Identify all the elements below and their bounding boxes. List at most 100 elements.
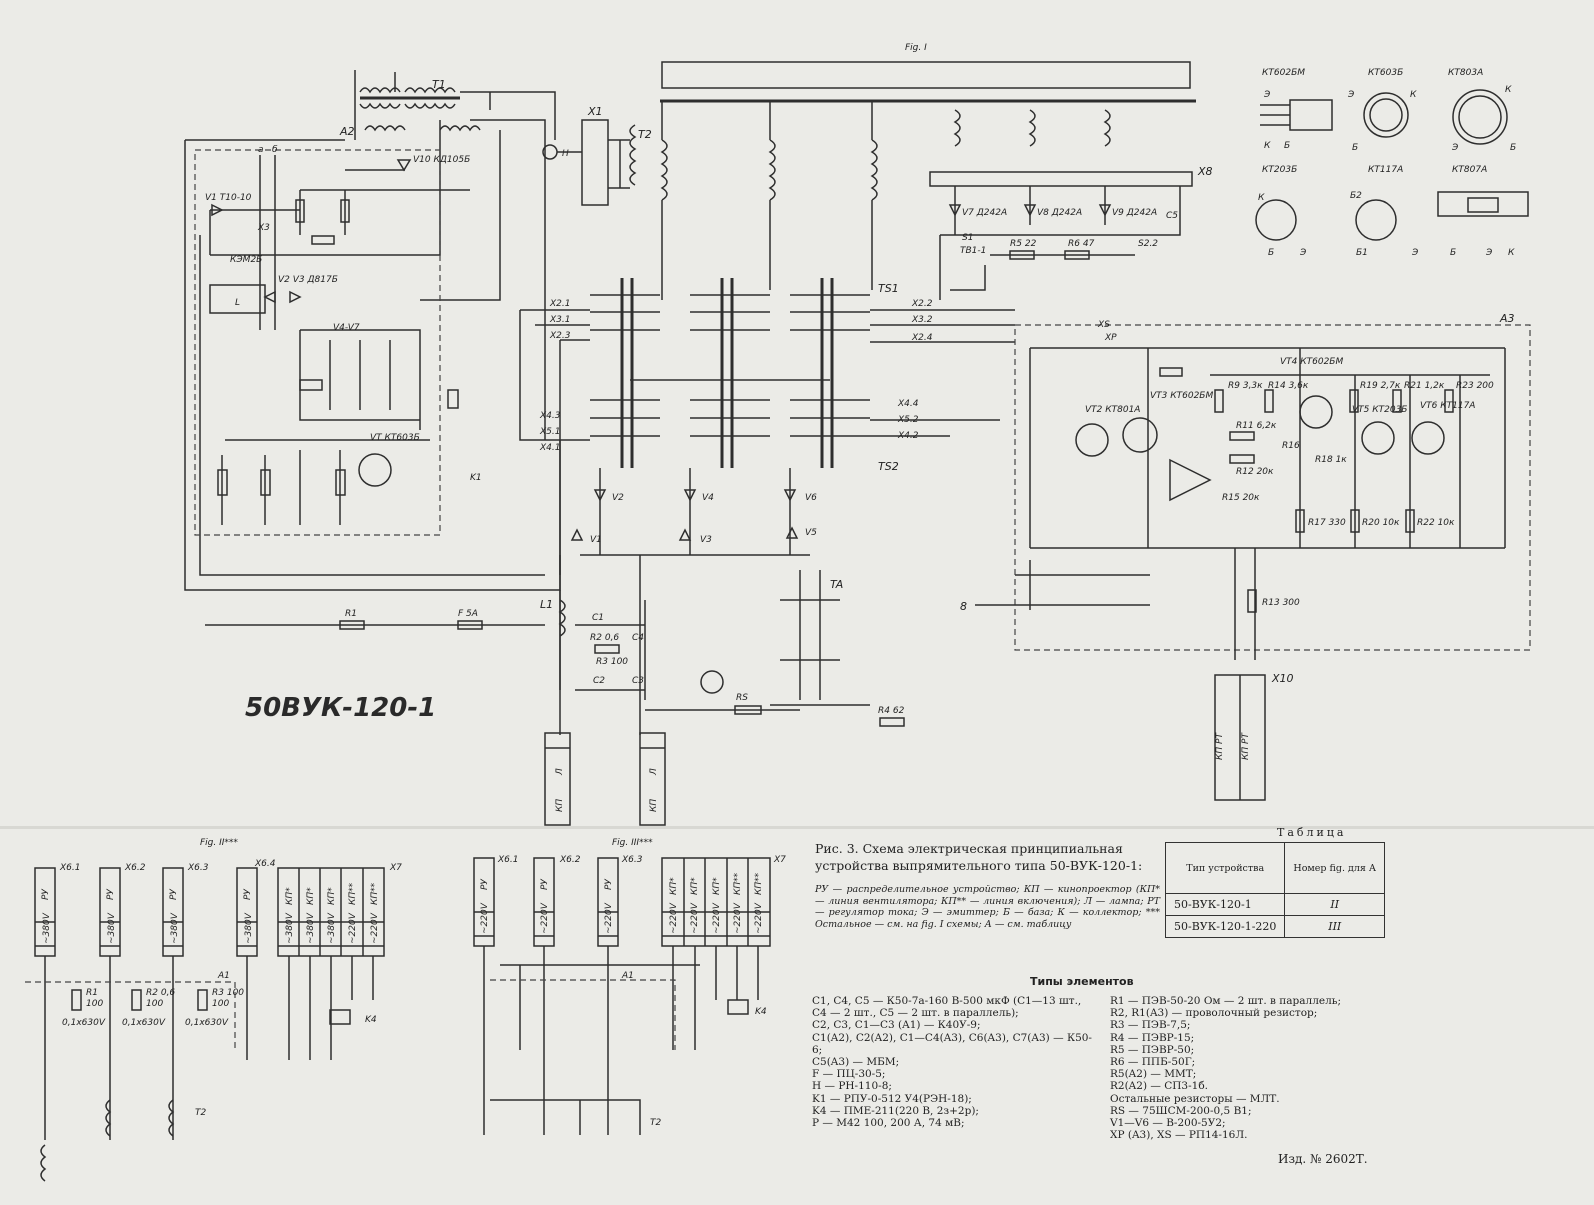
- element-type-line: R2, R1(A3) — проволочный резистор;: [1110, 1007, 1318, 1020]
- relay-k1: [447, 389, 459, 409]
- pin-label: К: [1508, 248, 1515, 258]
- connector-label: X6.2: [124, 863, 146, 873]
- x5-1-label: X5.1: [539, 427, 560, 437]
- resistor-value: 100: [86, 999, 103, 1009]
- element-types-left: C1, C4, C5 — К50-7а-160 В-500 мкФ (C1—13…: [812, 995, 1097, 1129]
- v5-label: V5: [805, 528, 817, 538]
- element-type-line: K4 — ПМЕ-211(220 В, 2з+2р);: [812, 1104, 979, 1117]
- ru-label: РУ: [41, 889, 51, 900]
- transistor-vt2: [1075, 423, 1109, 457]
- transformer-t1: T1: [359, 78, 481, 132]
- resistor-value: 100: [146, 999, 163, 1009]
- ru-label: РУ: [243, 889, 253, 900]
- element-type-line: R5 — ПЭВР-50;: [1110, 1043, 1195, 1056]
- voltage-label: ~220V: [604, 902, 614, 934]
- resistor-r1: [339, 620, 365, 630]
- resistor-value: 100: [212, 999, 229, 1009]
- kp-fan-label: КП*: [306, 887, 316, 905]
- v9-label: V9 Д242А: [1112, 208, 1157, 218]
- element-type-line: K1 — РПУ-0-512 У4(РЭН-18);: [812, 1092, 972, 1105]
- resistor-label: R1: [86, 988, 98, 998]
- l-label: L: [235, 298, 240, 308]
- table-header: Номер fig. для А: [1284, 842, 1386, 894]
- kp-rt-label-2: КП РТ: [1241, 732, 1251, 760]
- bus-block-a: [661, 61, 1191, 89]
- pin-label: Б2: [1350, 191, 1362, 201]
- x4-4-label: X4.4: [897, 399, 919, 409]
- coil-l: [209, 284, 266, 314]
- pin-label: К: [1505, 85, 1512, 95]
- r22-label: R22 10к: [1417, 518, 1455, 528]
- terminal-a-label: а: [258, 145, 264, 155]
- fig2-label: Fig. II***: [200, 838, 238, 848]
- capacitor-value: 0,1х630V: [185, 1018, 229, 1028]
- pin-label: Б: [1268, 248, 1274, 258]
- x10-label: X10: [1271, 672, 1294, 685]
- kzm-label: КЭМ2Б: [230, 255, 262, 265]
- shunt-rs: [734, 705, 762, 715]
- pin-label: К: [1264, 141, 1271, 151]
- table-header: Тип устройства: [1164, 842, 1286, 894]
- x8-label: X8: [1197, 165, 1213, 178]
- caption-legend: РУ — распределительное устройство; КП — …: [815, 884, 1160, 930]
- transistor-name: КТ803А: [1448, 68, 1483, 78]
- connector-x1: [581, 119, 609, 206]
- l1-label: L1: [540, 598, 553, 611]
- v8-label: V8 Д242А: [1037, 208, 1082, 218]
- voltage-label: ~380V: [107, 912, 117, 944]
- voltage-label: ~220V: [540, 902, 550, 934]
- ta-label: TA: [830, 578, 843, 591]
- pin-label: Э: [1485, 248, 1493, 258]
- table-cell: 50-ВУК-120-1-220: [1164, 915, 1286, 938]
- contactor-k4-coil: [329, 1009, 351, 1025]
- kp-fan-label: КП*: [285, 887, 295, 905]
- r17-label: R17 330: [1308, 518, 1346, 528]
- diode-v9: [1098, 204, 1112, 217]
- element-types-title: Типы элементов: [1030, 975, 1134, 988]
- element-type-line: C1(A2), C2(A2), C1—C4(A3), C6(A3), C7(A3…: [812, 1031, 1092, 1056]
- r18-label: R18 1к: [1315, 455, 1347, 465]
- connector-label: X6.3: [621, 855, 643, 865]
- voltage-label: ~380V: [327, 912, 337, 944]
- diode-v2: [289, 290, 302, 304]
- t2-label: T2: [638, 128, 652, 141]
- resistor-r2: [594, 644, 620, 654]
- x2-1-label: X2.1: [549, 299, 570, 309]
- element-type-line: V1—V6 — В-200-5У2;: [1110, 1117, 1226, 1130]
- diode-v10: [396, 159, 412, 172]
- figure-caption: Рис. 3. Схема электрическая принципиальн…: [815, 840, 1160, 930]
- voltage-label: ~220V: [712, 902, 722, 934]
- voltage-label: ~220V: [733, 902, 743, 934]
- caption-title: Рис. 3. Схема электрическая принципиальн…: [815, 841, 1143, 873]
- x4-1-label: X4.1: [539, 443, 560, 453]
- connector-label: X6.1: [59, 863, 80, 873]
- kp-on-label: КП**: [733, 872, 743, 895]
- element-type-line: R6 — ППБ-50Г;: [1110, 1056, 1196, 1069]
- terminal-x8: [929, 171, 1193, 187]
- x5-2-label: X5.2: [897, 415, 919, 425]
- pin-label: Б: [1450, 248, 1456, 258]
- resistor-label: R2 0,6: [146, 988, 175, 998]
- pin-label: Э: [1411, 248, 1419, 258]
- v2v3-label: V2 V3 Д817Б: [278, 275, 338, 285]
- element-type-line: C1, C4, C5 — К50-7а-160 В-500 мкФ (C1—13…: [812, 995, 1082, 1020]
- r4-label: R4 62: [878, 706, 905, 716]
- pin-label: Б1: [1356, 248, 1368, 258]
- v10-label: V10 КД105Б: [413, 155, 470, 165]
- pin-label: К: [1410, 90, 1417, 100]
- connector-label: X6.2: [559, 855, 581, 865]
- tb-label: ТВ1-1: [960, 246, 986, 256]
- resistor-r4: [879, 717, 905, 727]
- resistor-r2-a2: [260, 469, 271, 496]
- diode-v5-pwr: [785, 526, 799, 539]
- pin-label: Э: [1347, 90, 1355, 100]
- kp-on-label: КП**: [370, 882, 380, 905]
- a1-label: A1: [217, 971, 230, 981]
- c3-label: C3: [632, 676, 644, 686]
- resistor-r5: [1009, 250, 1035, 260]
- table-label: Таблица: [1277, 826, 1347, 839]
- table-cell: 50-ВУК-120-1: [1164, 893, 1286, 916]
- vt5-label: VT5 КТ203Б: [1352, 405, 1407, 415]
- pin-label: Э: [1299, 248, 1307, 258]
